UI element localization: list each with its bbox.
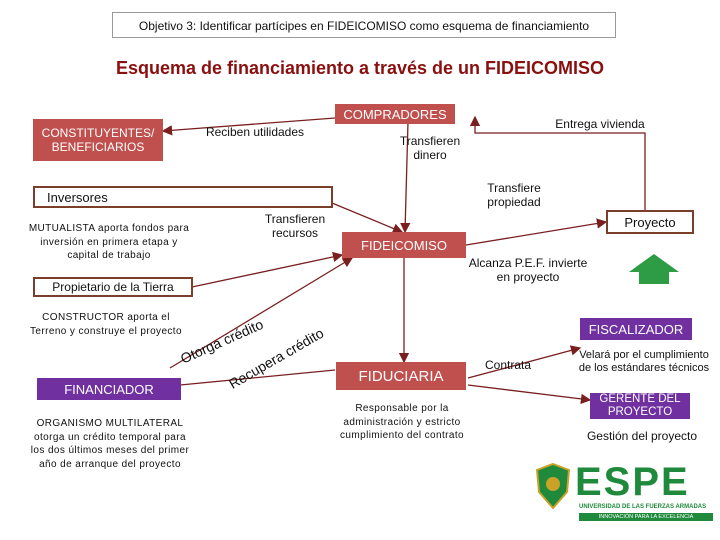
objective-title: Objetivo 3: Identificar partícipes en FI… [112,12,616,38]
line-proyecto-compradores [469,115,646,210]
organismo-text: ORGANISMO MULTILATERAL otorga un crédito… [30,418,190,470]
house-arrow-icon [629,254,679,284]
espe-logo-subtitle: UNIVERSIDAD DE LAS FUERZAS ARMADAS [579,504,707,510]
line-inversores-fideicomiso [331,202,404,234]
line-fiduciaria-gerente [467,384,592,405]
line-compradores-fideicomiso [400,121,411,234]
transfieren-recursos-label: Transfieren recursos [264,212,326,241]
inversores-box: Inversores [33,186,333,208]
reciben-utilidades-label: Reciben utilidades [205,125,305,139]
line-fiduciaria-financiador [168,369,336,391]
fiduciaria-box: FIDUCIARIA [336,362,466,390]
financiador-box: FINANCIADOR [37,378,181,400]
entrega-vivienda-label: Entrega vivienda [555,117,645,131]
transfieren-dinero-label: Transfieren dinero [399,134,461,163]
constituyentes-box: CONSTITUYENTES/ BENEFICIARIOS [33,119,163,161]
responsable-text: Responsable por la administración y estr… [340,403,464,441]
transfiere-propiedad-label: Transfiere propiedad [487,181,541,210]
line-compradores-constituyentes [161,117,336,136]
page-heading: Esquema de financiamiento a través de un… [115,58,605,78]
espe-crest-icon [535,462,571,510]
line-financiador-fideicomiso [169,257,354,369]
line-propietario-fideicomiso [191,251,344,288]
constructor-text: CONSTRUCTOR aporta el Terreno y construy… [30,312,182,337]
line-fideicomiso-proyecto [465,218,608,246]
gerente-box: GERENTE DEL PROYECTO [590,393,690,419]
gestion-label: Gestión del proyecto [586,429,698,443]
proyecto-box: Proyecto [606,210,694,234]
fideicomiso-box: FIDEICOMISO [342,232,466,258]
velara-text: Velará por el cumplimiento de los estánd… [578,349,710,375]
mutualista-text: MUTUALISTA aporta fondos para inversión … [28,223,190,261]
espe-logo: ESPE UNIVERSIDAD DE LAS FUERZAS ARMADAS … [535,460,715,528]
line-fiduciaria-fiscalizador [467,345,582,379]
contrata-label: Contrata [484,358,532,372]
alcanza-label: Alcanza P.E.F. invierte en proyecto [468,256,588,285]
espe-logo-wordmark: ESPE [575,460,690,504]
fiscalizador-box: FISCALIZADOR [580,318,692,340]
propietario-box: Propietario de la Tierra [33,277,193,297]
espe-logo-tagline: INNOVACIÓN PARA LA EXCELENCIA [579,513,713,521]
compradores-box: COMPRADORES [335,104,455,124]
